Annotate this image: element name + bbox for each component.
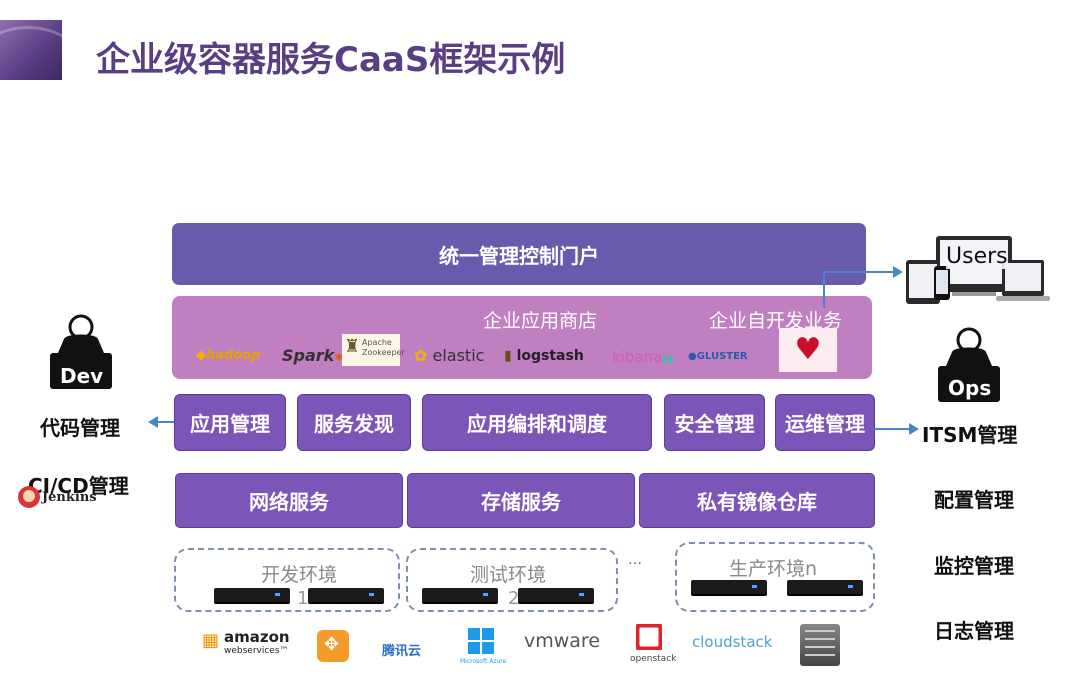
jenkins-butler-icon — [18, 486, 40, 508]
module-orchestration-scheduling: 应用编排和调度 — [422, 394, 652, 451]
logstash-logo: ▮ logstash — [504, 348, 584, 364]
env-dev: 开发环境 1 — [174, 548, 400, 612]
server-icon — [518, 588, 594, 604]
gluster-logo: ●GLUSTER — [688, 351, 748, 362]
env-label: 测试环境 — [470, 564, 547, 586]
developer-person-icon — [50, 314, 112, 389]
module-label: 存储服务 — [481, 490, 561, 514]
spark-star-icon: ✱ — [334, 351, 344, 364]
hadoop-elephant-icon: ◆ — [196, 348, 206, 363]
zookeeper-logo: ♜ Apache Zookeeper — [342, 334, 405, 366]
microsoft-azure-logo: Microsoft Azure — [460, 628, 506, 668]
enterprise-app-store-bar: 企业应用商店 企业自开发业务 ◆hadoop Spark✱ ♜ Apache Z… — [172, 296, 872, 379]
vmware-logo: vmware — [524, 630, 601, 652]
arrow-head-right-icon — [909, 423, 919, 435]
arrow-to-code-management — [156, 421, 174, 423]
module-label: 网络服务 — [249, 490, 329, 514]
env-label: 生产环境n — [729, 558, 818, 580]
env-production: 生产环境n — [675, 542, 875, 612]
module-label: 应用编排和调度 — [467, 412, 607, 436]
aliyun-logo: ✥ — [317, 630, 349, 662]
kibana-bars-icon: ▮▮ — [662, 354, 674, 365]
logstash-log-icon: ▮ — [504, 348, 512, 364]
phone-icon — [934, 266, 950, 300]
users-label: Users — [946, 244, 1008, 269]
module-label: 服务发现 — [314, 412, 394, 436]
custom-business-image: ♥ — [779, 328, 837, 372]
ellipsis: … — [628, 552, 642, 568]
module-storage-service: 存储服务 — [407, 473, 635, 528]
server-icon — [308, 588, 384, 604]
server-icon — [422, 588, 498, 604]
spark-logo: Spark✱ — [282, 346, 344, 365]
server-icon — [691, 580, 767, 596]
itsm-management-label: ITSM管理 — [922, 423, 1018, 447]
hadoop-logo: ◆hadoop — [196, 348, 261, 363]
arrow-to-users-horizontal — [823, 271, 895, 273]
kibana-logo: kibana▮▮ — [612, 348, 674, 366]
aws-boxes-icon: ▦ — [202, 630, 220, 651]
management-portal-bar: 统一管理控制门户 — [172, 223, 866, 285]
elastic-flower-icon: ✿ — [414, 346, 428, 365]
windows-icon — [468, 628, 494, 654]
module-private-registry: 私有镜像仓库 — [639, 473, 875, 528]
code-management-label: 代码管理 — [40, 416, 120, 440]
arrow-to-users-vertical — [823, 272, 825, 308]
gluster-ant-icon: ● — [688, 351, 697, 362]
module-label: 安全管理 — [674, 412, 755, 436]
tencent-cloud-logo: 腾讯云 — [382, 644, 422, 659]
dev-badge: Dev — [60, 364, 104, 388]
header-corner-decoration — [0, 20, 62, 80]
elastic-logo: ✿ elastic — [414, 346, 485, 365]
module-ops-management: 运维管理 — [775, 394, 875, 451]
monitor-management-label: 监控管理 — [934, 554, 1014, 578]
zookeeper-keeper-icon: ♜ — [344, 336, 361, 357]
operator-person-icon — [938, 327, 1000, 402]
module-network-service: 网络服务 — [175, 473, 403, 528]
portal-label: 统一管理控制门户 — [439, 243, 599, 268]
page-title: 企业级容器服务CaaS框架示例 — [96, 40, 566, 80]
server-icon — [214, 588, 290, 604]
env-label: 开发环境 — [261, 564, 338, 586]
module-label: 应用管理 — [190, 412, 270, 436]
env-index: 1 — [297, 588, 309, 609]
self-dev-label: 企业自开发业务 — [709, 310, 843, 332]
jenkins-label: Jenkins — [42, 490, 97, 505]
ops-badge: Ops — [948, 376, 992, 400]
server-rack-icon — [800, 624, 840, 666]
arrow-head-right-icon — [893, 266, 903, 278]
log-management-label: 日志管理 — [934, 619, 1014, 643]
cloudstack-logo: cloudstack — [692, 633, 773, 651]
heart-icon: ♥ — [794, 332, 822, 367]
module-label: 私有镜像仓库 — [697, 490, 817, 514]
openstack-logo: openstack — [630, 624, 676, 668]
cicd-management-label: CI/CD管理 — [28, 474, 129, 498]
aliyun-flower-icon: ✥ — [324, 634, 340, 655]
env-index: 2 — [508, 588, 520, 609]
openstack-cube-icon — [636, 624, 662, 650]
module-label: 运维管理 — [785, 412, 865, 436]
config-management-label: 配置管理 — [934, 488, 1014, 512]
module-security-management: 安全管理 — [664, 394, 765, 451]
arrow-head-left-icon — [148, 416, 158, 428]
module-app-management: 应用管理 — [174, 394, 286, 451]
arrow-to-itsm — [873, 428, 911, 430]
server-icon — [787, 580, 863, 596]
module-service-discovery: 服务发现 — [297, 394, 411, 451]
amazon-web-services-logo: ▦ amazon webservices™ — [202, 628, 290, 656]
env-test: 测试环境 2 — [406, 548, 618, 612]
laptop-icon — [1002, 260, 1044, 296]
app-store-label: 企业应用商店 — [483, 310, 598, 332]
